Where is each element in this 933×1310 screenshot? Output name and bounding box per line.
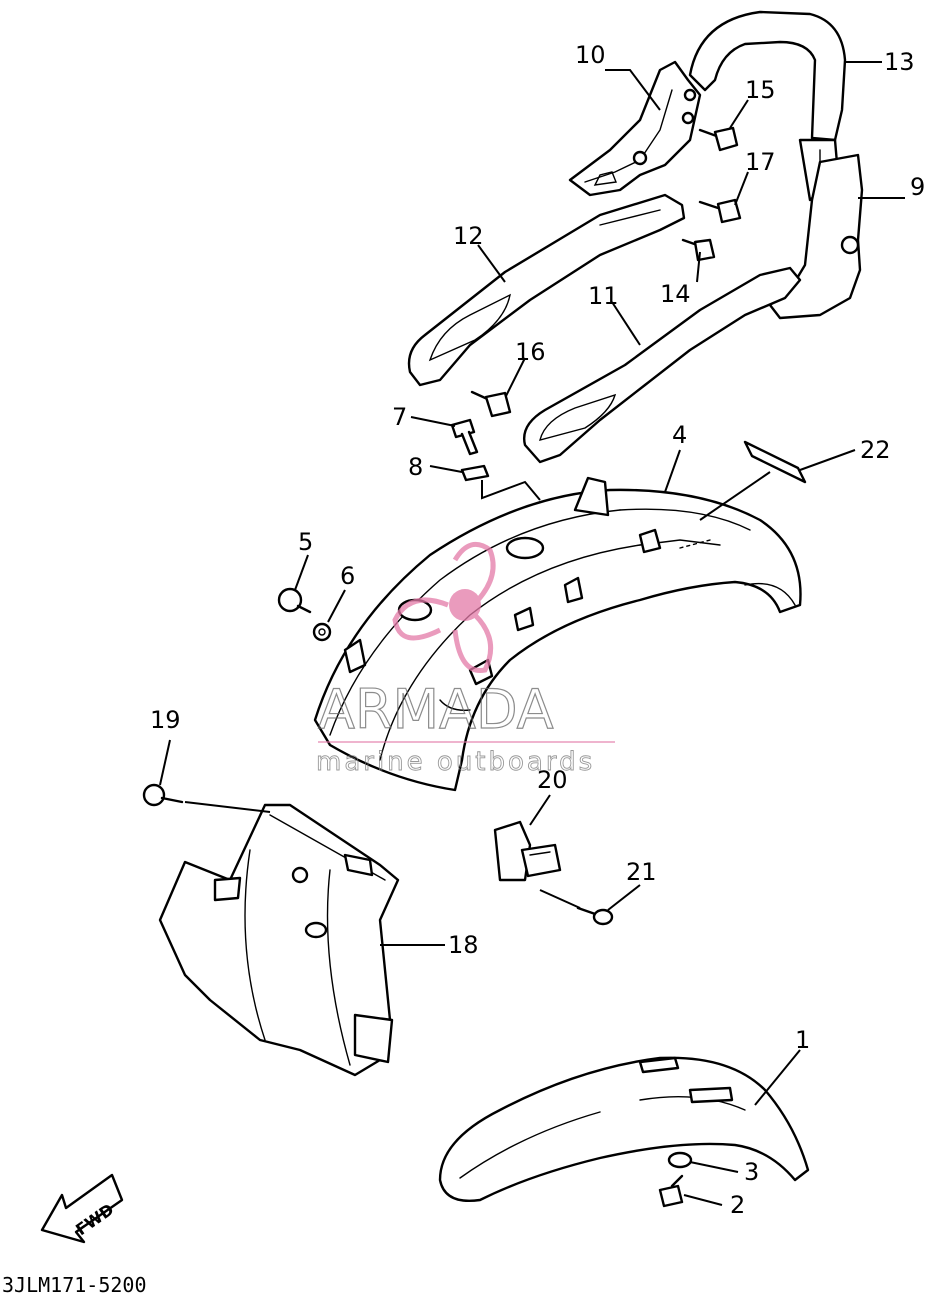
part-11-grab-rail [523, 266, 802, 464]
callout-14: 14 [660, 280, 691, 308]
leader-lines [159, 61, 905, 1206]
watermark: ARMADA marine outboards [316, 541, 615, 777]
callout-22: 22 [860, 436, 891, 464]
part-1-front-fender [438, 1056, 810, 1202]
bolt-17 [698, 198, 742, 224]
nut-6 [312, 622, 332, 642]
callout-21: 21 [626, 858, 657, 886]
callout-6: 6 [340, 562, 355, 590]
callout-16: 16 [515, 338, 546, 366]
part-22-label [743, 440, 807, 484]
bolt-16 [470, 390, 512, 418]
callout-8: 8 [408, 453, 423, 481]
watermark-brand: ARMADA [318, 678, 554, 741]
callout-2: 2 [730, 1191, 745, 1219]
callout-18: 18 [448, 931, 479, 959]
part-20-bracket [493, 820, 562, 882]
bolt-7 [450, 418, 479, 456]
callout-12: 12 [453, 222, 484, 250]
part-9-side-cover [768, 153, 864, 320]
watermark-tagline: marine outboards [316, 747, 595, 777]
part-12-grab-rail [407, 193, 686, 387]
callout-7: 7 [392, 403, 407, 431]
bolt-2 [658, 1174, 684, 1208]
part-4-rear-fender [313, 476, 802, 792]
screw-21 [576, 906, 614, 926]
part-10-bracket [568, 60, 702, 197]
bolt-19 [142, 783, 184, 807]
callout-5: 5 [298, 528, 313, 556]
part-18-inner-fender [158, 803, 400, 1077]
callout-20: 20 [537, 766, 568, 794]
callout-17: 17 [745, 148, 776, 176]
fwd-arrow-icon: FWD [40, 1173, 124, 1244]
callout-15: 15 [745, 76, 776, 104]
watermark-propeller-logo [392, 541, 496, 673]
callout-11: 11 [588, 282, 619, 310]
callout-3: 3 [744, 1158, 759, 1186]
callout-19: 19 [150, 706, 181, 734]
bolt-15 [698, 126, 739, 152]
callout-4: 4 [672, 421, 687, 449]
clip-8 [460, 464, 490, 482]
callout-labels: 1 2 3 4 5 6 7 8 9 10 11 12 13 14 15 16 1… [150, 41, 925, 1219]
callout-10: 10 [575, 41, 606, 69]
drawing-code: 3JLM171-5200 [2, 1273, 147, 1297]
callout-1: 1 [795, 1026, 810, 1054]
callout-13: 13 [884, 48, 915, 76]
callout-9: 9 [910, 173, 925, 201]
bolt-5 [277, 587, 312, 614]
washer-3 [667, 1151, 693, 1169]
